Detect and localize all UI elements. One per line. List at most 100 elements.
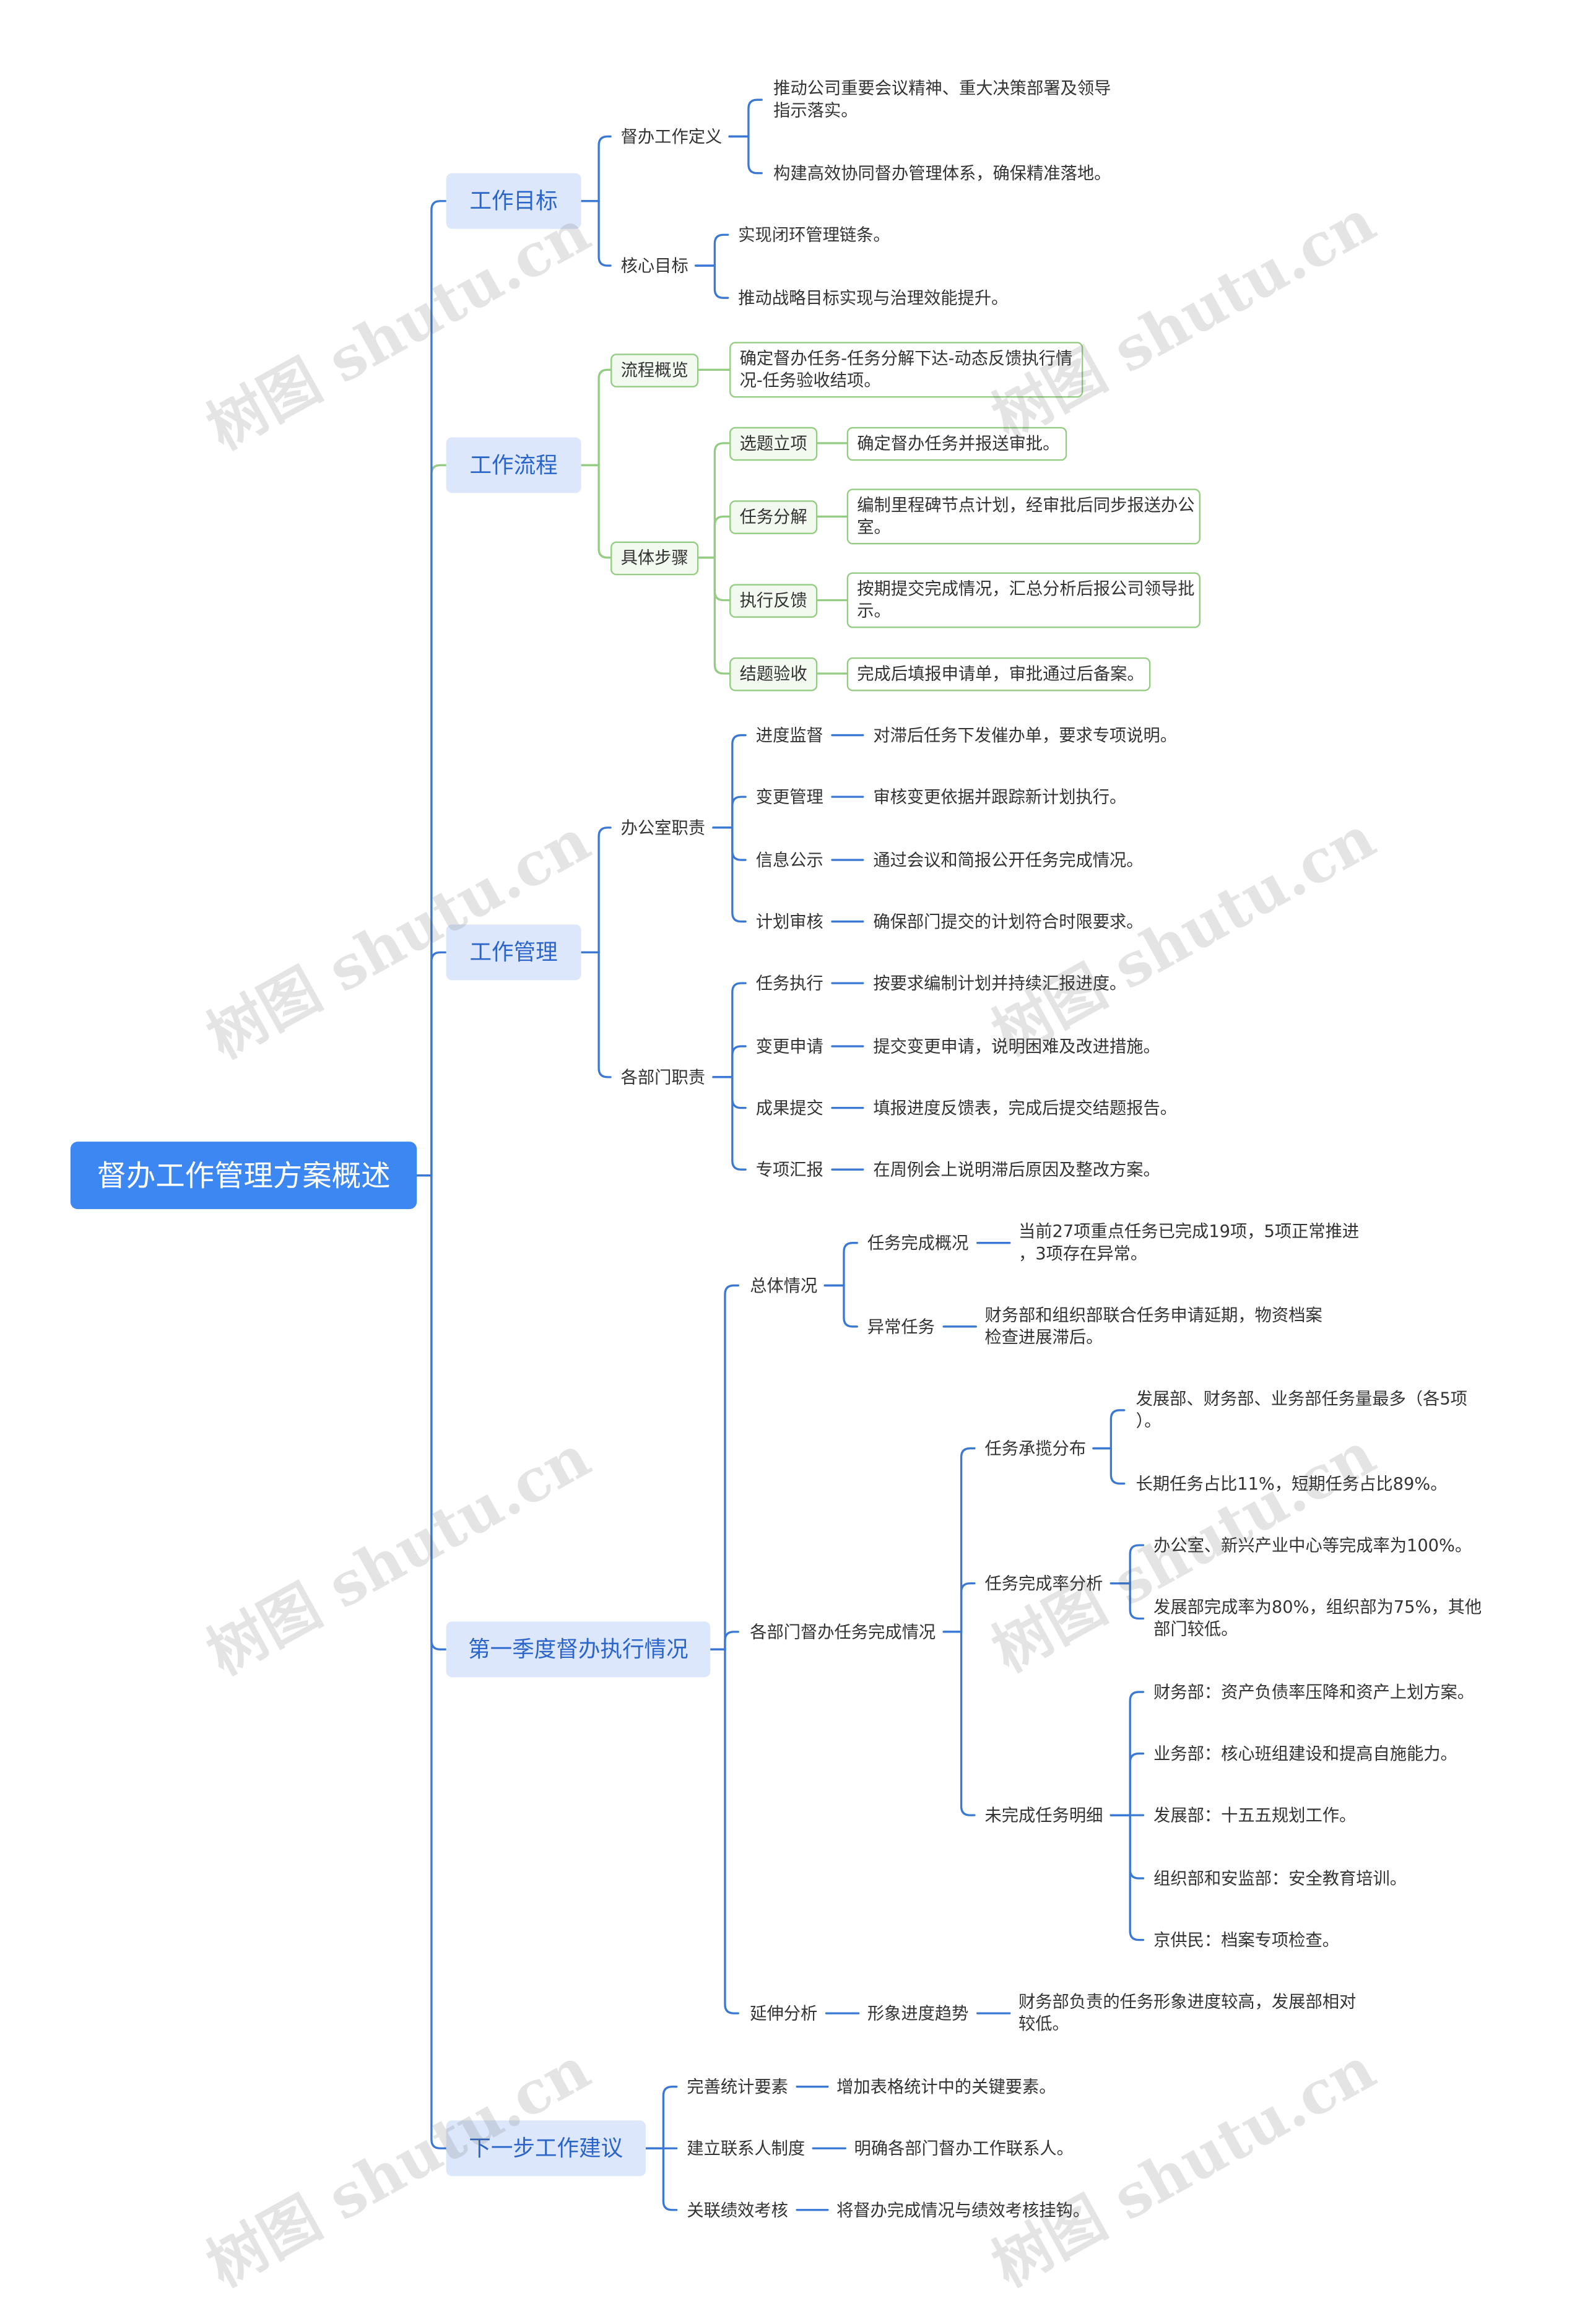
node-suggestion: 关联绩效考核 [687, 2198, 788, 2220]
leaf-text: 财务部：资产负债率压降和资产上划方案。 [1153, 1681, 1475, 1702]
connector-line [697, 442, 731, 559]
leaf-text: 审核变更依据并跟踪新计划执行。 [873, 786, 1127, 807]
connector-line [712, 734, 747, 829]
node-overall-status: 总体情况 [750, 1274, 818, 1295]
connector-line [1110, 1814, 1145, 1880]
leaf-text: 业务部：核心班组建设和提高自施能力。 [1153, 1742, 1457, 1763]
connector-line [712, 796, 747, 829]
node-completion-overview: 任务完成概况 [867, 1231, 969, 1253]
node-specific-steps: 具体步骤 [610, 541, 699, 576]
node-progress-trend: 形象进度趋势 [867, 2002, 969, 2023]
connector-line [823, 1242, 858, 1287]
node-duty-item: 信息公示 [755, 849, 823, 870]
leaf-text: 发展部完成率为80%，组织部为75%，其他 部门较低。 [1153, 1596, 1482, 1639]
connector-line [694, 264, 729, 299]
node-process-overview: 流程概览 [610, 353, 699, 388]
connector-line [712, 982, 747, 1078]
leaf-text: 推动公司重要会议精神、重大决策部署及领导 指示落实。 [773, 77, 1111, 121]
connector-line [697, 515, 731, 559]
connector-line [942, 1582, 976, 1633]
connector-line [712, 826, 747, 923]
connector-line [580, 200, 612, 267]
connector-line [580, 826, 612, 954]
leaf-text: 发展部：十五五规划工作。 [1153, 1804, 1357, 1825]
connector-line [1110, 1544, 1145, 1585]
connector-line [709, 1648, 739, 2014]
connector-line [415, 200, 448, 1177]
leaf-text: 京供民：档案专项检查。 [1153, 1928, 1339, 1950]
leaf-box: 确定督办任务-任务分解下达-动态反馈执行情 况-任务验收结项。 [729, 342, 1083, 398]
leaf-text: 财务部负责的任务形象进度较高，发展部相对 较低。 [1018, 1991, 1357, 2034]
leaf-text: 办公室、新兴产业中心等完成率为100%。 [1153, 1534, 1472, 1555]
leaf-text: 长期任务占比11%，短期任务占比89%。 [1136, 1472, 1448, 1493]
connector-line [728, 135, 763, 175]
node-task-distribution: 任务承揽分布 [984, 1437, 1087, 1458]
node-suggestion: 完善统计要素 [687, 2075, 788, 2097]
node-department-completion: 各部门督办任务完成情况 [750, 1621, 936, 1642]
connector-line [712, 826, 747, 861]
leaf-text: 填报进度反馈表，完成后提交结题报告。 [873, 1096, 1178, 1118]
leaf-text: 实现闭环管理链条。 [738, 223, 890, 245]
node-suggestion: 建立联系人制度 [687, 2137, 806, 2158]
connector-line [580, 368, 612, 467]
connector-line [580, 951, 612, 1078]
branch-work-process: 工作流程 [446, 437, 581, 493]
leaf-text: 推动战略目标实现与治理效能提升。 [738, 287, 1009, 308]
leaf-text: 增加表格统计中的关键要素。 [836, 2075, 1056, 2097]
connector-line [942, 1447, 976, 1633]
node-office-duties: 办公室职责 [620, 817, 705, 838]
leaf-box: 确定督办任务并报送审批。 [846, 427, 1067, 461]
connector-line [1092, 1447, 1126, 1485]
connector-line [580, 464, 612, 559]
branch-work-management: 工作管理 [446, 924, 581, 981]
connector-line [712, 1076, 747, 1171]
leaf-text: 当前27项重点任务已完成19项，5项正常推进 ，3项存在异常。 [1018, 1221, 1360, 1264]
node-completion-rate-analysis: 任务完成率分析 [984, 1572, 1103, 1593]
leaf-text: 对滞后任务下发催办单，要求专项说明。 [873, 724, 1178, 745]
node-core-goal: 核心目标 [620, 254, 688, 275]
node-supervision-definition: 督办工作定义 [620, 125, 723, 146]
branch-q1-execution: 第一季度督办执行情况 [446, 1621, 711, 1678]
connector-line [709, 1631, 739, 1650]
connector-line [942, 1631, 976, 1816]
node-duty-item: 进度监督 [755, 724, 823, 745]
node-unfinished-details: 未完成任务明细 [984, 1804, 1103, 1825]
connector-line [697, 557, 731, 675]
connector-line [709, 1284, 739, 1650]
leaf-text: 将督办完成情况与绩效考核挂钩。 [836, 2198, 1090, 2220]
branch-work-goal: 工作目标 [446, 173, 581, 229]
connector-line [823, 1284, 858, 1328]
connector-line [1092, 1409, 1126, 1450]
connector-line [728, 98, 763, 138]
leaf-text: 财务部和组织部联合任务申请延期，物资档案 检查进展滞后。 [984, 1304, 1322, 1347]
connector-line [1110, 1752, 1145, 1816]
node-duty-item: 任务执行 [755, 972, 823, 993]
connector-line [1110, 1582, 1145, 1620]
leaf-text: 提交变更申请，说明困难及改进措施。 [873, 1035, 1160, 1056]
node-department-duties: 各部门职责 [620, 1066, 705, 1087]
node-duty-item: 成果提交 [755, 1096, 823, 1118]
leaf-text: 按要求编制计划并持续汇报进度。 [873, 972, 1127, 993]
leaf-text: 确保部门提交的计划符合时限要求。 [873, 910, 1144, 931]
node-duty-item: 变更申请 [755, 1035, 823, 1056]
leaf-text: 构建高效协同督办管理体系，确保精准落地。 [773, 162, 1111, 183]
connector-line [694, 233, 729, 267]
node-abnormal-tasks: 异常任务 [867, 1316, 935, 1337]
connector-line [712, 1045, 747, 1078]
node-step-topic-approval: 选题立项 [729, 427, 818, 461]
leaf-text: 明确各部门督办工作联系人。 [854, 2137, 1074, 2158]
node-step-task-breakdown: 任务分解 [729, 500, 818, 534]
leaf-text: 组织部和安监部：安全教育培训。 [1153, 1867, 1407, 1888]
connector-line [645, 2086, 678, 2149]
leaf-text: 在周例会上说明滞后原因及整改方案。 [873, 1158, 1160, 1179]
node-extended-analysis: 延伸分析 [750, 2002, 818, 2023]
connector-line [415, 951, 448, 1177]
connector-line [580, 135, 612, 202]
connector-line [712, 1076, 747, 1109]
leaf-text: 发展部、财务部、业务部任务量最多（各5项 ）。 [1136, 1388, 1467, 1431]
node-duty-item: 专项汇报 [755, 1158, 823, 1179]
node-duty-item: 计划审核 [755, 910, 823, 931]
leaf-box: 编制里程碑节点计划，经审批后同步报送办公 室。 [846, 488, 1201, 545]
